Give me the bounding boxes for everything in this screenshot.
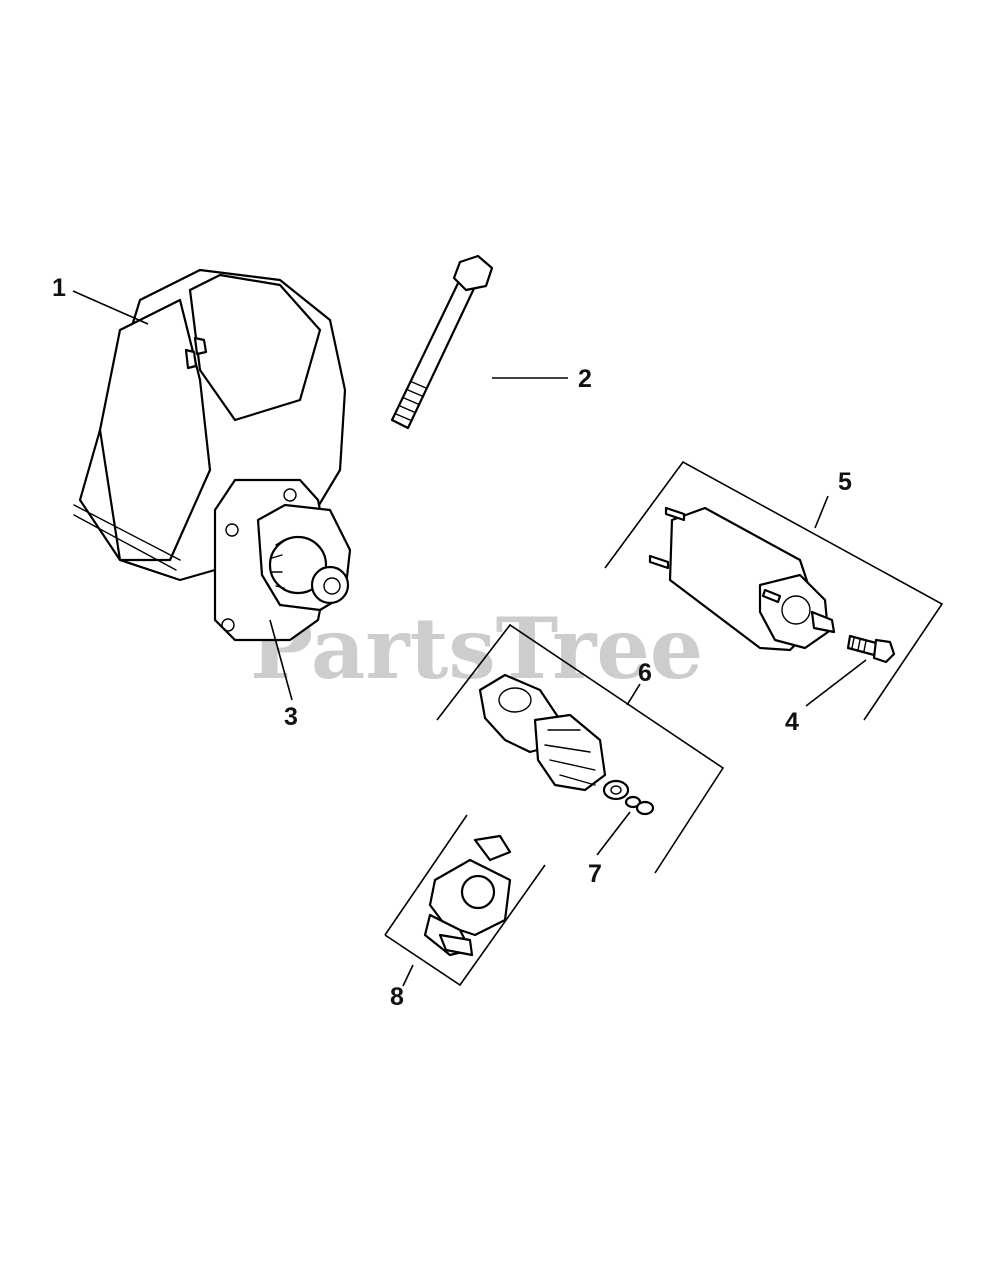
part-4-bolt[interactable] <box>846 634 896 664</box>
callout-5[interactable]: 5 <box>838 468 852 496</box>
part-7-washer-clip[interactable] <box>602 779 655 816</box>
leader-line-8 <box>402 964 414 987</box>
callout-8[interactable]: 8 <box>390 983 404 1011</box>
part-6-drive-kit[interactable] <box>436 623 725 874</box>
leader-line-7 <box>596 811 631 856</box>
partstree-watermark: PartsTree <box>250 599 703 698</box>
leader-line-6 <box>626 683 641 706</box>
callout-1[interactable]: 1 <box>52 274 66 302</box>
part-5-solenoid-kit[interactable] <box>604 460 944 721</box>
part-3-starter-motor[interactable] <box>73 268 352 642</box>
callout-4[interactable]: 4 <box>785 708 799 736</box>
leader-line-4 <box>805 659 867 707</box>
part-2-bolt[interactable] <box>390 254 494 430</box>
leader-line-3 <box>269 619 293 701</box>
callout-7[interactable]: 7 <box>588 860 602 888</box>
callout-3[interactable]: 3 <box>284 703 298 731</box>
part-8-brush-holder-kit[interactable] <box>384 814 546 987</box>
leader-line-5 <box>814 495 829 529</box>
leader-line-1 <box>72 290 149 325</box>
callout-2[interactable]: 2 <box>578 365 592 393</box>
callout-6[interactable]: 6 <box>638 659 652 687</box>
